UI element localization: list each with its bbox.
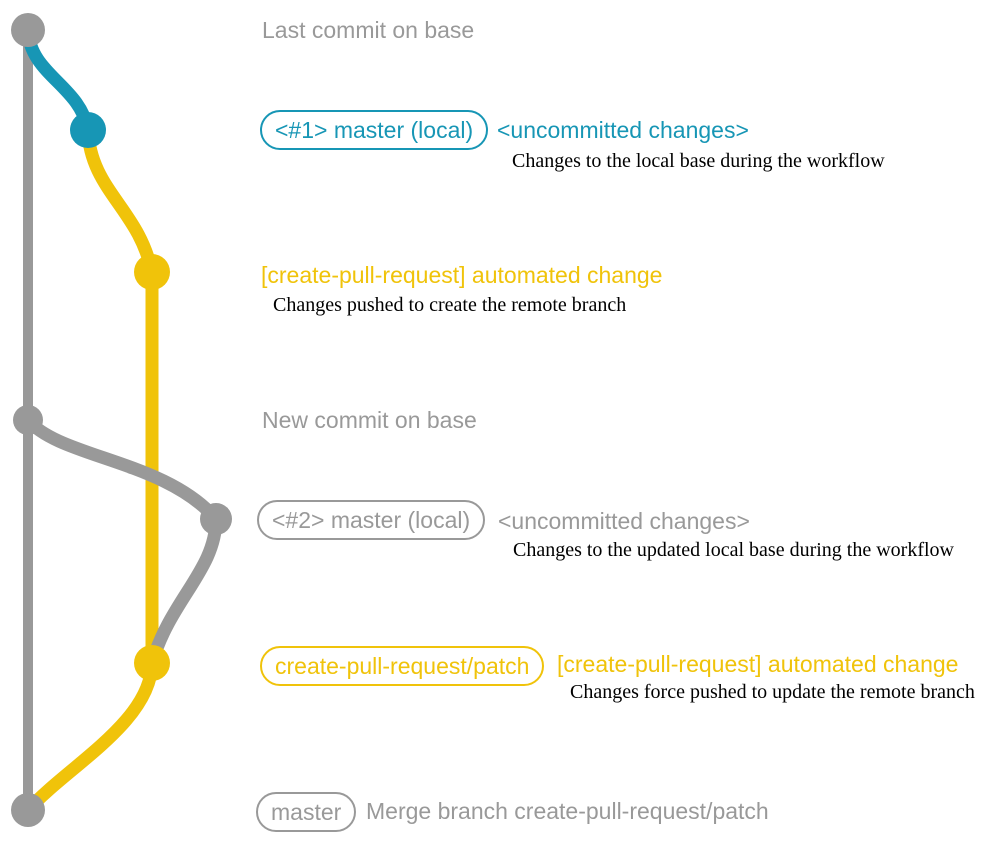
branch-badge-master-local-2: <#2> master (local) xyxy=(257,500,486,540)
commit-dot-automated-change-force-push xyxy=(134,645,170,681)
uncommitted-changes-1-description: Changes to the local base during the wor… xyxy=(512,150,885,172)
uncommitted-changes-2-description: Changes to the updated local base during… xyxy=(513,539,954,561)
automated-change-push-description: Changes pushed to create the remote bran… xyxy=(273,294,627,316)
commit-dot-uncommitted-2 xyxy=(200,503,232,535)
commit-graph xyxy=(11,13,232,827)
commit-dot-new-base xyxy=(13,405,43,435)
branch-badge-master-local-1: <#1> master (local) xyxy=(260,110,489,150)
automated-change-force-push-title: [create-pull-request] automated change xyxy=(557,651,959,677)
master-local-2-branch-line xyxy=(21,413,223,670)
commit-dot-last-base xyxy=(11,13,45,47)
automated-change-force-push-description: Changes force pushed to update the remot… xyxy=(570,681,975,703)
uncommitted-changes-1-title: <uncommitted changes> xyxy=(497,117,749,143)
last-commit-label: Last commit on base xyxy=(262,17,475,43)
uncommitted-changes-2-title: <uncommitted changes> xyxy=(498,508,750,534)
commit-dot-automated-change-push xyxy=(134,254,170,290)
commit-dot-uncommitted-1 xyxy=(70,112,106,148)
commit-dot-merge xyxy=(11,793,45,827)
branch-badge-master: master xyxy=(256,792,357,832)
new-commit-label: New commit on base xyxy=(262,407,477,433)
branch-badge-create-pull-request-patch: create-pull-request/patch xyxy=(260,646,545,686)
automated-change-push-title: [create-pull-request] automated change xyxy=(261,262,663,288)
merge-branch-label: Merge branch create-pull-request/patch xyxy=(366,798,769,824)
